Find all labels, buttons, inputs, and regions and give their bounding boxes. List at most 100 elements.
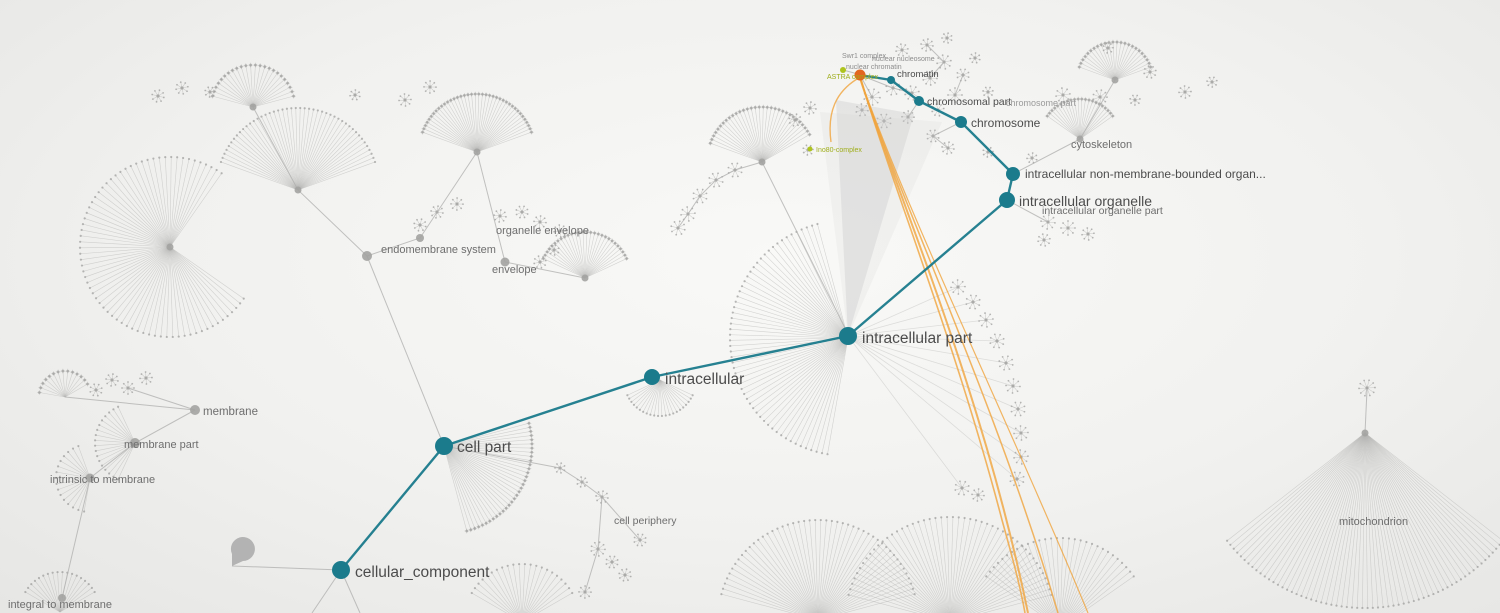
fan-cluster: [24, 570, 96, 613]
gray-hub-node[interactable]: [130, 438, 140, 448]
star-cluster: [1013, 425, 1029, 441]
fan-cluster: [93, 405, 136, 481]
fan-cluster: [1225, 432, 1500, 610]
star-cluster: [1129, 94, 1141, 106]
layer-orange: [829, 77, 1089, 613]
highlight-path-edge: [650, 334, 850, 379]
gray-hub-node[interactable]: [362, 251, 372, 261]
fan-hub-node[interactable]: [249, 103, 257, 111]
star-cluster: [947, 87, 963, 103]
star-cluster: [533, 255, 547, 269]
highlight-path-edge: [846, 198, 1009, 338]
star-cluster: [788, 113, 802, 127]
star-cluster: [1358, 379, 1376, 397]
fan-cluster: [210, 62, 296, 108]
fan-hub-node[interactable]: [1111, 76, 1119, 84]
fan-cluster: [420, 91, 534, 153]
gray-ray-edge: [847, 335, 1007, 364]
star-cluster: [954, 480, 970, 496]
star-cluster: [1060, 220, 1076, 236]
fan-cluster: [470, 562, 574, 613]
gray-hub-node[interactable]: [85, 473, 95, 483]
graph-node-chrp[interactable]: [914, 96, 924, 106]
graph-node-cp[interactable]: [435, 437, 453, 455]
gray-hub-node[interactable]: [500, 257, 510, 267]
star-cluster: [578, 585, 592, 599]
star-cluster: [553, 224, 567, 238]
highlight-path-edge: [442, 375, 654, 448]
gray-ray-edge: [847, 319, 987, 337]
graph-node-chr[interactable]: [955, 116, 967, 128]
star-cluster: [105, 373, 119, 387]
fan-hub-node[interactable]: [581, 274, 589, 282]
star-cluster: [151, 89, 165, 103]
gray-ray-edge: [847, 335, 1022, 458]
graph-node-nmbo[interactable]: [1006, 167, 1020, 181]
edge-bundle: [230, 537, 255, 566]
fan-cluster: [847, 515, 1053, 613]
edge-bundle: [836, 100, 914, 336]
gray-ray-edge: [847, 286, 959, 337]
fan-cluster: [443, 420, 535, 534]
node-label-cc: cellular_component: [355, 564, 490, 581]
gray-edge: [601, 496, 641, 541]
fan-hub-node[interactable]: [473, 148, 481, 156]
edge-bundle: [820, 112, 942, 336]
graph-node-g2[interactable]: [807, 146, 813, 152]
star-cluster: [1055, 87, 1071, 103]
gray-edge: [366, 255, 445, 447]
star-cluster: [802, 144, 814, 156]
layer-teal: [339, 73, 1015, 572]
graph-node-cc[interactable]: [332, 561, 350, 579]
star-cluster: [204, 86, 216, 98]
term-label: organelle envelope: [496, 225, 589, 237]
fan-hub-node[interactable]: [1076, 135, 1084, 143]
star-cluster: [618, 568, 632, 582]
fan-hub-node[interactable]: [758, 158, 766, 166]
gray-hub-node[interactable]: [190, 405, 200, 415]
star-cluster: [971, 488, 985, 502]
layer-hubs: [58, 76, 1369, 602]
graph-node-nuc[interactable]: [854, 69, 866, 81]
graph-node-ic[interactable]: [644, 369, 660, 385]
star-cluster: [1092, 89, 1108, 105]
fan-hub-node[interactable]: [294, 186, 302, 194]
star-cluster: [982, 86, 994, 98]
star-cluster: [139, 371, 153, 385]
gray-hub-node[interactable]: [58, 594, 66, 602]
term-label: Swr1 complex: [842, 53, 886, 60]
term-label: nuclear chromatin: [846, 64, 902, 71]
graph-node-io[interactable]: [999, 192, 1015, 208]
term-label: ASTRA complex: [827, 74, 878, 81]
layer-stars: [89, 32, 1376, 599]
layer-grayEdges: [61, 44, 1368, 613]
term-label: envelope: [492, 264, 537, 276]
gray-edge: [61, 409, 196, 599]
star-cluster: [1206, 76, 1218, 88]
gray-edge: [1364, 389, 1368, 434]
star-cluster: [548, 244, 560, 256]
term-label: nuclear nucleosome: [872, 56, 935, 63]
star-cluster: [989, 333, 1005, 349]
fan-cluster: [707, 104, 813, 163]
star-cluster: [605, 555, 619, 569]
graph-node-chromatin[interactable]: [887, 76, 895, 84]
term-label: Ino80-complex: [816, 147, 862, 154]
orange-path-edge: [859, 77, 1059, 613]
term-label: chromosome part: [1006, 98, 1077, 108]
gray-hub-node[interactable]: [416, 234, 424, 242]
star-cluster: [1037, 233, 1051, 247]
gray-edge: [1079, 79, 1116, 140]
star-cluster: [590, 541, 606, 557]
graph-node-g1[interactable]: [840, 67, 846, 73]
graph-node-icp[interactable]: [839, 327, 857, 345]
gray-edge: [932, 135, 949, 149]
fan-hub-node[interactable]: [166, 243, 174, 251]
fan-hub-node[interactable]: [1361, 429, 1369, 437]
star-cluster: [803, 101, 817, 115]
fan-cluster: [1076, 39, 1154, 81]
fan-cluster: [219, 106, 377, 191]
